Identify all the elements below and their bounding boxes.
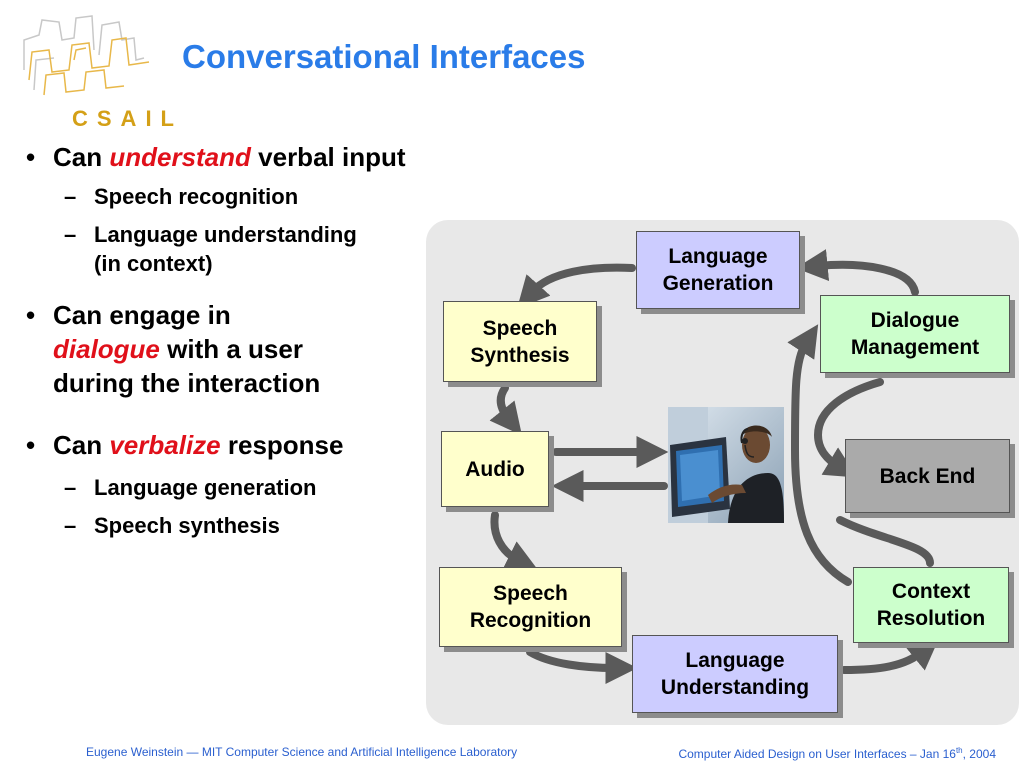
subbullet-text: Speech synthesis bbox=[94, 513, 280, 538]
box-label: Dialogue bbox=[870, 309, 960, 332]
footer-event: Computer Aided Design on User Interfaces… bbox=[678, 746, 996, 761]
box-label: Speech bbox=[482, 316, 558, 340]
subbullet-text: Speech recognition bbox=[94, 184, 299, 209]
box-label: Language bbox=[668, 245, 768, 268]
box-label: Audio bbox=[465, 457, 525, 481]
bullet-text: Can bbox=[53, 430, 110, 460]
arrow-cr-to-dm bbox=[787, 324, 852, 586]
user-at-computer-icon bbox=[668, 407, 784, 523]
box-label: Management bbox=[850, 336, 980, 359]
subbullet-text: Language understanding bbox=[94, 222, 357, 247]
arrow-ss-to-audio bbox=[489, 384, 522, 436]
footer-event-text: Computer Aided Design on User Interfaces… bbox=[678, 747, 956, 761]
slide-title: Conversational Interfaces bbox=[182, 38, 586, 75]
arrow-audio-to-sr bbox=[490, 511, 539, 571]
bullet-text: verbal input bbox=[250, 142, 406, 172]
bullet-text: during the interaction bbox=[53, 368, 321, 398]
arrow-be-to-cr bbox=[836, 516, 934, 567]
bullet-text: Can bbox=[53, 142, 110, 172]
footer-event-year: , 2004 bbox=[962, 747, 996, 761]
box-label: Understanding bbox=[660, 676, 810, 699]
box-label: Recognition bbox=[469, 609, 592, 632]
box-label: Language bbox=[685, 649, 785, 672]
csail-logo-text: CSAIL bbox=[72, 106, 183, 130]
subbullet-text: Language generation bbox=[94, 475, 317, 500]
audio-box: Audio bbox=[441, 431, 549, 507]
csail-logo: CSAIL bbox=[14, 10, 184, 131]
bullet-text: with a user bbox=[159, 334, 303, 364]
arrow-lg-to-ss bbox=[516, 263, 636, 309]
back-end-box: Back End bbox=[845, 439, 1010, 513]
bullet-emphasis: verbalize bbox=[109, 430, 221, 460]
box-label: Back End bbox=[879, 464, 976, 488]
bullet-text: response bbox=[220, 430, 344, 460]
bullet-emphasis: understand bbox=[109, 142, 251, 172]
bullet-emphasis: dialogue bbox=[53, 334, 160, 364]
box-label: Resolution bbox=[876, 607, 986, 630]
bullet-dot: • bbox=[26, 142, 36, 172]
box-label: Generation bbox=[662, 272, 774, 295]
box-label: Speech bbox=[493, 582, 568, 605]
bullet-dot: • bbox=[26, 430, 36, 460]
footer-author: Eugene Weinstein — MIT Computer Science … bbox=[86, 745, 518, 759]
box-label: Synthesis bbox=[470, 343, 570, 367]
arrow-dm-to-lg bbox=[795, 249, 919, 296]
user-at-computer-image bbox=[668, 407, 784, 523]
box-label: Context bbox=[891, 580, 971, 603]
arrow-sr-to-lu bbox=[526, 648, 638, 684]
bullet-text: Can engage in bbox=[53, 300, 231, 330]
csail-logo-icon: CSAIL bbox=[23, 15, 183, 131]
arrow-lu-to-cr bbox=[840, 637, 940, 674]
footer-event-sup: th bbox=[955, 746, 963, 755]
subbullet-text: (in context) bbox=[94, 251, 213, 276]
arrow-dm-to-be bbox=[813, 378, 884, 478]
bullet-dot: • bbox=[26, 300, 36, 330]
